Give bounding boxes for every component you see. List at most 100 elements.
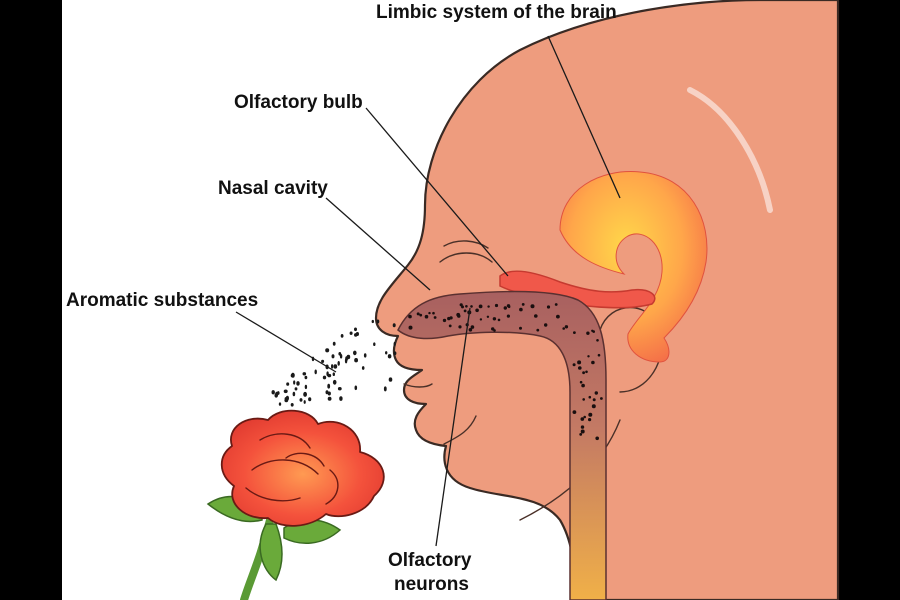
neuron-dot <box>580 417 585 421</box>
neuron-dot <box>456 312 461 317</box>
label-olfactory-neurons-line2: neurons <box>394 574 469 595</box>
neuron-dot <box>588 395 592 399</box>
aromatic-particle <box>290 403 294 407</box>
neuron-dot <box>468 328 473 332</box>
aromatic-particle <box>376 319 380 324</box>
aromatic-particle <box>285 395 289 401</box>
lips <box>403 383 433 388</box>
aromatic-particle <box>331 364 334 369</box>
neuron-dot <box>530 304 535 309</box>
aromatic-particle <box>354 358 358 363</box>
neuron-dot <box>428 311 431 315</box>
aromatic-particle <box>333 364 338 369</box>
aromatic-particle <box>299 398 303 402</box>
neuron-dot <box>521 303 525 306</box>
neuron-dot <box>432 311 435 315</box>
neuron-dot <box>581 383 585 388</box>
leader-limbic <box>547 35 621 199</box>
neuron-dot <box>592 330 595 333</box>
neuron-dot <box>596 339 599 342</box>
aromatic-particle <box>327 396 332 401</box>
chin <box>443 415 477 445</box>
label-nasal-cavity: Nasal cavity <box>218 178 328 199</box>
aromatic-particle <box>290 374 294 378</box>
aromatic-particle <box>325 348 330 353</box>
neuron-dot <box>491 327 495 331</box>
aromatic-particle <box>327 391 331 396</box>
aromatic-particle <box>293 380 296 385</box>
eyelid <box>443 240 489 249</box>
neuron-dot <box>442 318 447 323</box>
aromatic-particle <box>278 402 282 406</box>
neuron-dot <box>459 303 463 307</box>
aromatic-particle <box>296 381 300 386</box>
neuron-dot <box>579 380 583 384</box>
aromatic-particle <box>371 319 374 324</box>
neuron-dot <box>424 314 429 319</box>
aromatic-particle <box>354 333 358 337</box>
neuron-dot <box>433 316 437 319</box>
olfactory-neuron-dots <box>408 303 603 441</box>
aromatic-particles <box>271 319 397 407</box>
leader-bulb <box>365 107 509 277</box>
aromatic-particle <box>271 390 275 395</box>
neuron-dot <box>408 325 413 330</box>
neuron-dot <box>487 305 490 308</box>
neuron-dot <box>506 304 511 308</box>
neuron-dot <box>583 415 586 419</box>
neuron-dot <box>595 436 599 441</box>
aromatic-particle <box>340 334 344 338</box>
aromatic-particle <box>332 341 336 346</box>
aromatic-particle <box>294 387 298 391</box>
neuron-dot <box>492 317 497 321</box>
aromatic-particle <box>283 389 288 394</box>
neuron-dot <box>562 327 565 330</box>
background-left-bar <box>0 0 62 600</box>
aromatic-particle <box>303 400 306 404</box>
neuron-dot <box>585 370 588 374</box>
neuron-dot <box>572 363 576 367</box>
neuron-dot <box>475 308 479 313</box>
aromatic-particle <box>361 366 365 370</box>
aromatic-particle <box>304 384 308 390</box>
neuron-dot <box>465 305 468 308</box>
neuron-dot <box>486 315 490 318</box>
leader-nasal <box>325 197 431 291</box>
aromatic-particle <box>304 375 308 380</box>
aromatic-particle <box>354 327 357 332</box>
aromatic-particle <box>385 351 388 355</box>
neuron-dot <box>594 391 598 395</box>
neuron-dot <box>597 353 601 357</box>
aromatic-particle <box>337 387 342 391</box>
aromatic-particle <box>314 369 317 375</box>
aromatic-particle <box>383 386 387 392</box>
neuron-dot <box>519 307 523 312</box>
closed-eye <box>439 252 493 263</box>
label-limbic-system: Limbic system of the brain <box>376 2 617 23</box>
neuron-dot <box>494 303 499 308</box>
neuron-dot <box>503 306 507 310</box>
neuron-dot <box>544 323 548 327</box>
neuron-dot <box>582 371 585 375</box>
neuron-dot <box>582 398 585 401</box>
aromatic-particle <box>303 391 307 397</box>
limbic-system <box>559 171 708 363</box>
neuron-dot <box>448 324 452 328</box>
aromatic-particle <box>393 351 397 356</box>
neuron-dot <box>564 325 569 329</box>
aromatic-particle <box>332 379 337 385</box>
neuron-dot <box>519 326 522 330</box>
neuron-dot <box>554 303 558 306</box>
aromatic-particle <box>363 353 367 358</box>
neuron-dot <box>416 312 420 316</box>
neuron-dot <box>588 418 592 422</box>
aromatic-particle <box>388 377 393 382</box>
aromatic-particle <box>286 382 290 386</box>
aromatic-particle <box>392 323 396 328</box>
neuron-dot <box>588 412 593 417</box>
neuron-dot <box>470 305 473 308</box>
neuron-dot <box>470 325 475 329</box>
neuron-dot <box>463 309 467 313</box>
neuron-dot <box>600 397 603 400</box>
neuron-dot <box>587 355 590 358</box>
